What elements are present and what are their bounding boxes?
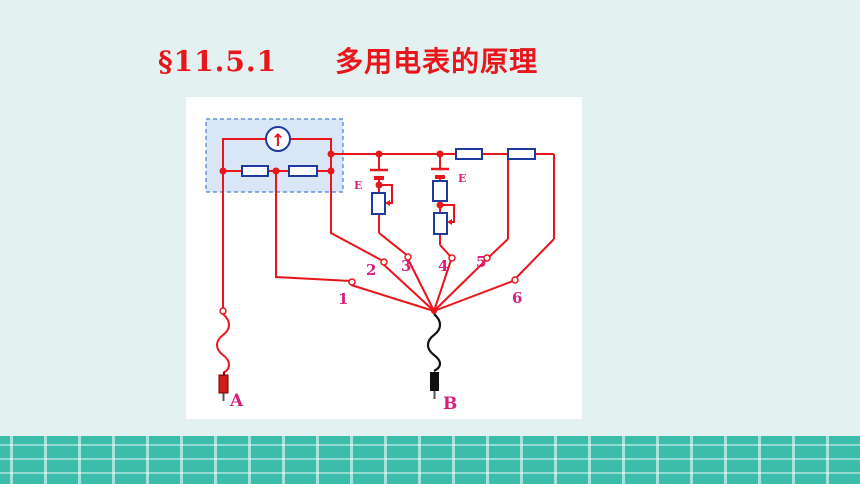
footer-line: [0, 444, 860, 446]
footer-stripe: [282, 436, 285, 484]
footer-stripe: [656, 436, 659, 484]
probe-a-contact: [219, 307, 227, 315]
footer-band: [0, 436, 860, 484]
resistor-icon: [455, 148, 483, 160]
footer-stripe: [588, 436, 591, 484]
footer-stripe: [316, 436, 319, 484]
battery-label-1: E: [354, 179, 362, 192]
footer-stripe: [214, 436, 217, 484]
terminal-label-6: 6: [512, 289, 522, 307]
battery-label-2: E: [458, 172, 466, 185]
footer-stripe: [146, 436, 149, 484]
footer-stripe: [418, 436, 421, 484]
resistors: [241, 148, 536, 235]
resistor-icon: [507, 148, 536, 160]
galvanometer-icon: [265, 126, 291, 152]
footer-stripe: [690, 436, 693, 484]
probe-b-lead: [426, 313, 442, 372]
wires: [222, 138, 555, 312]
probe-b-icon: [430, 372, 439, 399]
footer-stripe: [758, 436, 761, 484]
terminal-contact-6: [511, 276, 519, 284]
footer-line: [0, 472, 860, 474]
rheostat-arrows: [385, 200, 452, 225]
footer-stripe: [180, 436, 183, 484]
circuit-diagram: ↑: [186, 97, 582, 419]
probe-label-a: A: [229, 391, 244, 411]
probe-a-icon: [218, 372, 229, 401]
galvanometer-symbol: ↑: [271, 131, 285, 151]
probe-a-lead: [216, 313, 230, 374]
terminal-contact-4: [448, 254, 456, 262]
battery-plates: [370, 167, 449, 180]
footer-stripe: [520, 436, 523, 484]
terminal-contacts: [219, 253, 519, 315]
slide-title: §11.5.1 多用电表的原理: [158, 45, 539, 78]
terminal-label-4: 4: [438, 257, 448, 275]
footer-stripe: [452, 436, 455, 484]
footer-stripe: [44, 436, 47, 484]
probe-label-b: B: [443, 394, 457, 414]
resistor-icon: [432, 180, 448, 202]
footer-stripe: [78, 436, 81, 484]
footer-stripe: [622, 436, 625, 484]
footer-line: [0, 458, 860, 460]
footer-stripe: [112, 436, 115, 484]
terminal-contact-5: [483, 254, 491, 262]
footer-stripe: [10, 436, 13, 484]
resistor-icon: [241, 165, 269, 177]
junction-dots: [219, 150, 444, 314]
footer-stripe: [826, 436, 829, 484]
footer-stripe: [792, 436, 795, 484]
footer-stripe: [724, 436, 727, 484]
footer-stripe: [248, 436, 251, 484]
terminal-label-5: 5: [476, 253, 486, 271]
resistor-icon: [288, 165, 318, 177]
terminal-contact-2: [380, 258, 388, 266]
terminal-label-2: 2: [366, 261, 376, 279]
rheostat-icon: [433, 212, 448, 235]
circuit-svg: ↑: [205, 118, 555, 414]
terminal-label-1: 1: [338, 290, 348, 308]
footer-stripe: [384, 436, 387, 484]
terminal-contact-3: [404, 253, 412, 261]
terminal-label-3: 3: [401, 257, 411, 275]
footer-stripe: [486, 436, 489, 484]
rheostat-icon: [371, 192, 386, 215]
footer-stripe: [554, 436, 557, 484]
footer-stripe: [350, 436, 353, 484]
terminal-contact-1: [348, 278, 356, 286]
